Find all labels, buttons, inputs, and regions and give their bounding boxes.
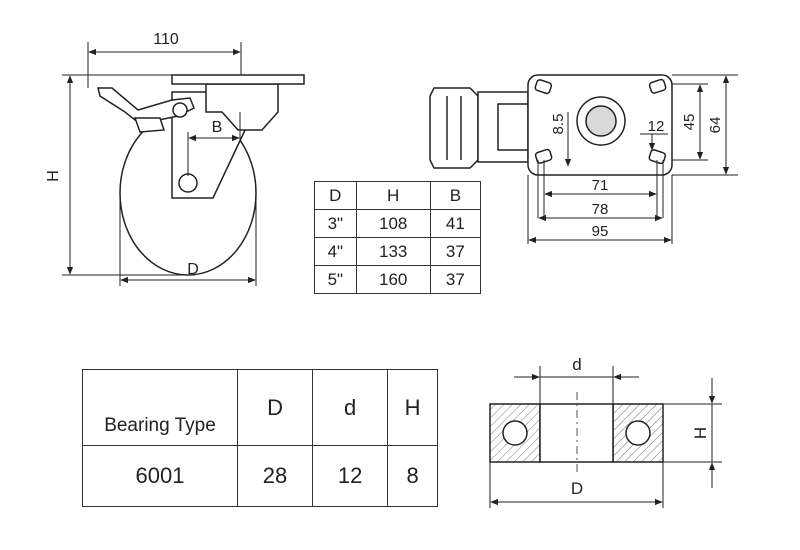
bearing-h-label: H	[691, 427, 710, 439]
header-b: B	[429, 181, 482, 210]
dim-110-label: 110	[153, 31, 179, 48]
dim-b-label: B	[212, 119, 223, 136]
header-outer-d: D	[236, 369, 314, 446]
dim-h-label: H	[45, 170, 62, 182]
bearing-table: Bearing Type D d H 6001 28 12 8	[82, 369, 438, 507]
swivel-head	[205, 83, 279, 131]
cell: 3"	[314, 209, 357, 238]
dim-71-label: 71	[592, 177, 609, 194]
cell: 5"	[314, 265, 357, 294]
bearing-d-small-label: d	[572, 355, 581, 374]
dim-8-5-label: 8.5	[550, 114, 567, 135]
header-inner-d: d	[312, 369, 389, 446]
side-view	[97, 74, 305, 276]
header-bearing-type: Bearing Type	[82, 369, 238, 446]
cell: 108	[355, 209, 431, 238]
cell: 41	[429, 209, 482, 238]
cell-inner-d: 12	[312, 445, 389, 507]
dim-78-label: 78	[592, 201, 609, 218]
bearing-d-large-label: D	[571, 479, 583, 498]
cell-outer-d: 28	[236, 445, 314, 507]
cell: 4"	[314, 237, 357, 266]
kingpin-inner	[585, 105, 617, 137]
bolt-hole-tr	[648, 78, 667, 94]
header-height: H	[387, 369, 438, 446]
top-view-dimensions	[527, 74, 738, 244]
bearing-table-header: Bearing Type D d H	[82, 369, 438, 446]
table-row: 5" 160 37	[314, 265, 482, 294]
dim-12-label: 12	[648, 118, 665, 135]
side-view-dimensions	[62, 42, 257, 286]
bearing-section	[489, 392, 664, 472]
size-table: D H B 3" 108 41 4" 133 37 5" 160 37	[314, 181, 482, 294]
cell: 37	[429, 265, 482, 294]
brake-pedal	[429, 87, 479, 169]
header-h: H	[355, 181, 431, 210]
dim-95-label: 95	[592, 223, 609, 240]
size-table-header: D H B	[314, 181, 482, 210]
bolt-hole-tl	[534, 79, 553, 95]
top-view	[429, 74, 673, 176]
dim-45-label: 45	[681, 114, 698, 131]
cell-bearing-type: 6001	[82, 445, 238, 507]
bearing-left-ring	[489, 403, 541, 463]
header-d: D	[314, 181, 357, 210]
bolt-hole-bl	[534, 148, 553, 164]
brake-lever	[97, 87, 195, 125]
table-row: 6001 28 12 8	[82, 445, 438, 507]
dim-d-label: D	[187, 261, 199, 278]
cell-height: 8	[387, 445, 438, 507]
axle	[178, 173, 198, 193]
top-plate	[171, 74, 305, 85]
bearing-ball-left	[502, 420, 528, 446]
bearing-dimensions	[489, 366, 722, 508]
table-row: 3" 108 41	[314, 209, 482, 238]
cell: 133	[355, 237, 431, 266]
cell: 160	[355, 265, 431, 294]
dim-64-label: 64	[707, 117, 724, 134]
table-row: 4" 133 37	[314, 237, 482, 266]
cell: 37	[429, 237, 482, 266]
bearing-ball-right	[625, 420, 651, 446]
bolt-hole-br	[648, 149, 667, 165]
